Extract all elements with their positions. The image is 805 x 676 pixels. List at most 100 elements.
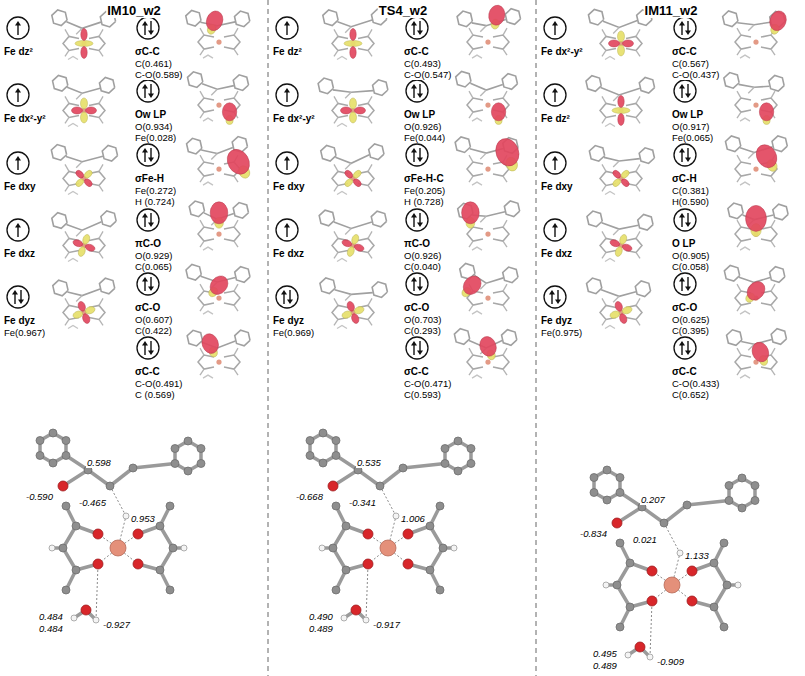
orbital-name: O LP xyxy=(671,238,696,249)
orbital-lobe xyxy=(204,9,226,33)
atom-sphere xyxy=(72,566,80,574)
atom-sphere xyxy=(647,566,657,576)
carbonyl-bond xyxy=(76,230,82,236)
spin-state-symbol xyxy=(7,152,29,174)
methyl-bond xyxy=(737,91,741,98)
phenyl-ring xyxy=(504,201,519,217)
phenyl-ring xyxy=(233,75,248,91)
atomic-charge-holder: 1.133 xyxy=(684,545,710,563)
orbital-composition-holder: C(0.652) xyxy=(671,384,710,402)
acac-ligand xyxy=(224,291,240,305)
coordination-bond xyxy=(110,486,126,516)
spin-arrow-shaft xyxy=(413,87,414,98)
spin-arrow-shaft xyxy=(419,213,420,224)
orbital-composition: Fe(0.205) xyxy=(403,186,446,196)
orbital-isosurface-render xyxy=(728,203,788,250)
orbital-lobe xyxy=(83,177,94,188)
atom-sphere xyxy=(328,481,338,491)
methyl-bond xyxy=(65,29,69,36)
spin-circle xyxy=(276,219,298,241)
orbital-composition: C(0.395) xyxy=(671,326,710,336)
carbonyl-bond xyxy=(211,89,217,95)
orbital-name: Fe dxy xyxy=(3,181,37,192)
orbital-lobe xyxy=(609,40,620,47)
orbital-lobe xyxy=(460,272,485,298)
atom-sphere xyxy=(332,452,340,460)
orbital-lobe xyxy=(355,107,366,114)
water-molecule xyxy=(740,311,750,314)
methyl-bond xyxy=(99,117,103,123)
orbital-isosurface-render xyxy=(457,4,520,58)
orbital-composition-holder: H (0.728) xyxy=(403,191,445,209)
orbital-name: Fe dxy xyxy=(540,181,574,192)
water-molecule xyxy=(203,311,213,314)
atom-sphere xyxy=(677,550,683,556)
orbital-name: πC-O xyxy=(134,238,162,249)
orbital-lobe xyxy=(353,305,365,315)
orbital-lobe xyxy=(343,177,354,188)
spin-arrow-shaft xyxy=(551,293,552,304)
carbon-chain xyxy=(603,21,637,28)
orbital-lobe xyxy=(352,169,363,180)
orbital-isosurface-render xyxy=(586,76,655,127)
atom-sphere xyxy=(393,513,399,519)
acac-ligand xyxy=(467,227,483,241)
phenyl-ring xyxy=(728,203,743,219)
orbital-isosurface-render xyxy=(724,73,784,125)
orbital-name-holder: Fe dyz xyxy=(540,310,573,328)
orbital-composition: O(0.703) xyxy=(403,315,443,325)
atom-sphere xyxy=(181,545,187,551)
phenyl-ring xyxy=(53,280,68,296)
spin-arrowhead xyxy=(142,148,148,153)
orbital-lobe xyxy=(614,246,623,258)
orbital-lobe xyxy=(462,202,480,224)
spin-state-symbol xyxy=(7,286,29,308)
spin-arrow-shaft xyxy=(144,151,145,162)
orbital-name-holder: Ow LP xyxy=(403,104,436,122)
panel-separator xyxy=(268,0,269,676)
methyl-bond xyxy=(234,176,238,182)
iron-atom xyxy=(216,231,221,236)
orbital-name: σC-O xyxy=(671,302,698,313)
spin-circle xyxy=(544,219,566,241)
orbital-name: σC-C xyxy=(403,46,430,57)
phenyl-ring xyxy=(52,213,67,229)
carbonyl-bond xyxy=(480,90,486,96)
orbital-composition-holder: C(0.381) xyxy=(671,180,710,198)
orbital-name: Fe dyz xyxy=(3,315,36,326)
ball-and-stick-structure xyxy=(590,466,759,660)
methyl-bond xyxy=(602,319,606,325)
water-molecule xyxy=(740,118,750,121)
spin-arrowhead xyxy=(552,88,558,93)
atomic-charge-holder: 0.953 xyxy=(130,508,156,526)
spin-circle xyxy=(137,337,159,359)
spin-state-symbol xyxy=(406,144,428,166)
panel-heading-holder: IM11_w2 xyxy=(644,1,699,19)
methyl-bond xyxy=(636,29,640,36)
methyl-bond xyxy=(99,231,103,238)
atom-sphere xyxy=(110,540,126,556)
atom-sphere xyxy=(166,586,174,594)
methyl-bond xyxy=(200,369,204,375)
atom-sphere xyxy=(363,529,373,539)
orbital-isosurface-render xyxy=(454,329,516,378)
panel-heading: IM10_w2 xyxy=(106,4,161,18)
iron-atom xyxy=(216,295,221,300)
atomic-charge-holder: 0.489 xyxy=(308,618,334,636)
orbital-name: Fe dz² xyxy=(272,46,303,57)
spin-arrowhead xyxy=(287,300,293,305)
spin-arrowhead xyxy=(411,84,417,89)
methyl-bond xyxy=(469,112,473,118)
orbital-name: Fe dxz xyxy=(272,248,305,259)
orbital-composition-holder: Fe(0.044) xyxy=(403,127,446,145)
spin-arrow-shaft xyxy=(17,91,18,102)
spin-arrow-shaft xyxy=(150,341,151,352)
methyl-bond xyxy=(334,164,338,171)
spin-arrow-shaft xyxy=(681,87,682,98)
atom-sphere xyxy=(710,559,718,567)
spin-circle xyxy=(137,209,159,231)
methyl-bond xyxy=(65,96,69,103)
spin-arrow-shaft xyxy=(144,24,145,35)
atom-sphere xyxy=(133,529,143,539)
